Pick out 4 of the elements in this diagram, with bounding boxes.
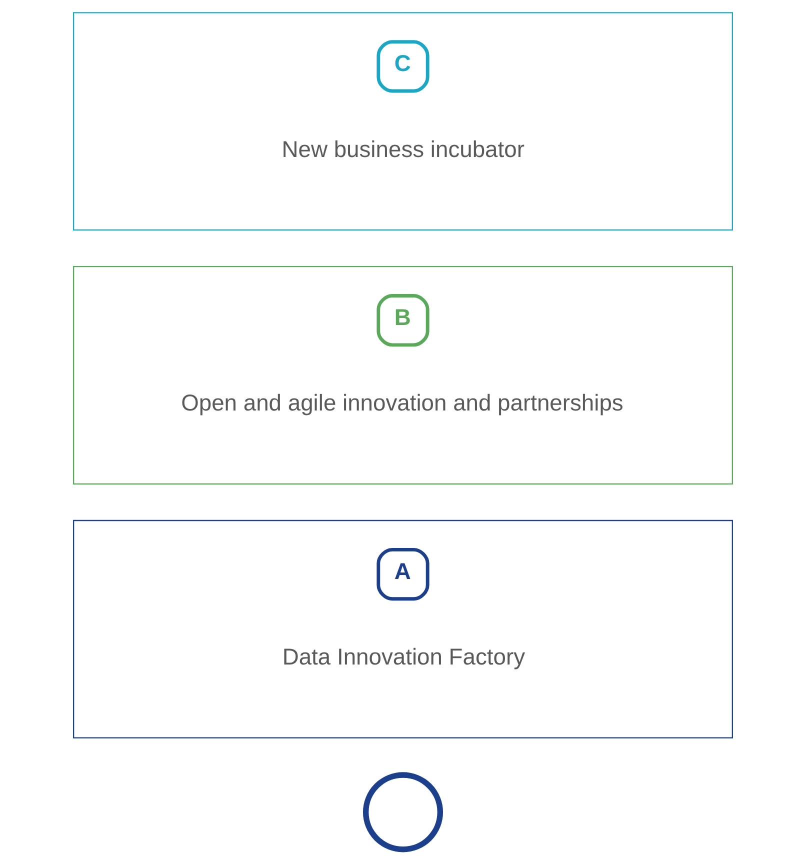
node-circle [362,772,443,852]
node-box: B Open and agile innovation and partnerships [72,266,732,484]
node-box: C New business incubator [72,12,732,231]
node-box: A Data Innovation Factory [72,520,732,738]
